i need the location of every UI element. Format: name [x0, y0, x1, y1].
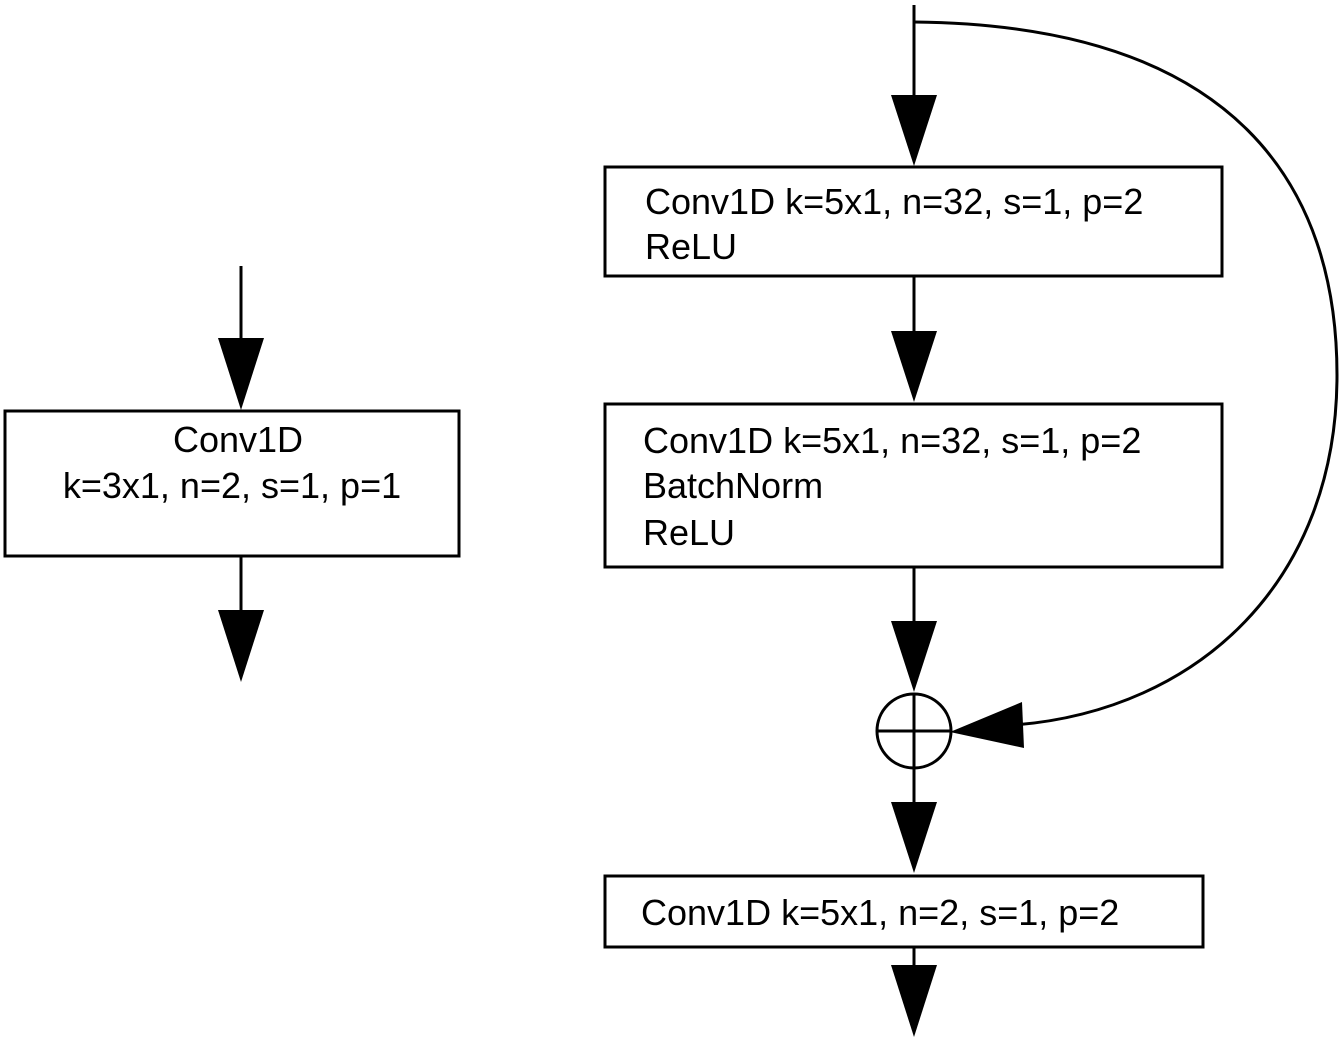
conv2-line1: Conv1D k=5x1, n=32, s=1, p=2	[643, 420, 1141, 461]
arrowhead-input-conv1	[891, 95, 937, 166]
simple-conv-params: k=3x1, n=2, s=1, p=1	[63, 465, 401, 506]
simple-conv-title: Conv1D	[173, 419, 303, 460]
simple-conv-box	[3, 409, 461, 558]
arrowhead-skip-to-sum	[950, 702, 1024, 748]
conv1-box	[603, 165, 1224, 278]
simple-conv-node[interactable]: Conv1D k=3x1, n=2, s=1, p=1	[3, 409, 461, 558]
conv1-line2: ReLU	[645, 226, 737, 267]
conv2-box	[603, 402, 1224, 569]
arrowhead-sum-conv-out	[891, 802, 937, 873]
conv-out-node[interactable]: Conv1D k=5x1, n=2, s=1, p=2	[603, 874, 1205, 949]
arrowhead-simple-output	[218, 610, 264, 682]
conv2-line3: ReLU	[643, 512, 735, 553]
conv1-node[interactable]: Conv1D k=5x1, n=32, s=1, p=2 ReLU	[603, 165, 1224, 278]
simple-block: Conv1D k=3x1, n=2, s=1, p=1	[3, 266, 461, 682]
sum-node[interactable]	[875, 692, 953, 770]
conv-out-line1: Conv1D k=5x1, n=2, s=1, p=2	[641, 892, 1119, 933]
arrowhead-conv1-conv2	[891, 331, 937, 402]
arrowhead-conv2-sum	[891, 621, 937, 692]
arrowhead-simple-input	[218, 338, 264, 410]
conv1-line1: Conv1D k=5x1, n=32, s=1, p=2	[645, 181, 1143, 222]
arrowhead-output	[891, 965, 937, 1037]
conv-out-box	[603, 874, 1205, 949]
conv2-line2: BatchNorm	[643, 465, 823, 506]
edge-skip-connection	[913, 20, 1339, 727]
residual-block: Conv1D k=5x1, n=32, s=1, p=2 ReLU Conv1D…	[603, 5, 1339, 1037]
conv2-node[interactable]: Conv1D k=5x1, n=32, s=1, p=2 BatchNorm R…	[603, 402, 1224, 569]
